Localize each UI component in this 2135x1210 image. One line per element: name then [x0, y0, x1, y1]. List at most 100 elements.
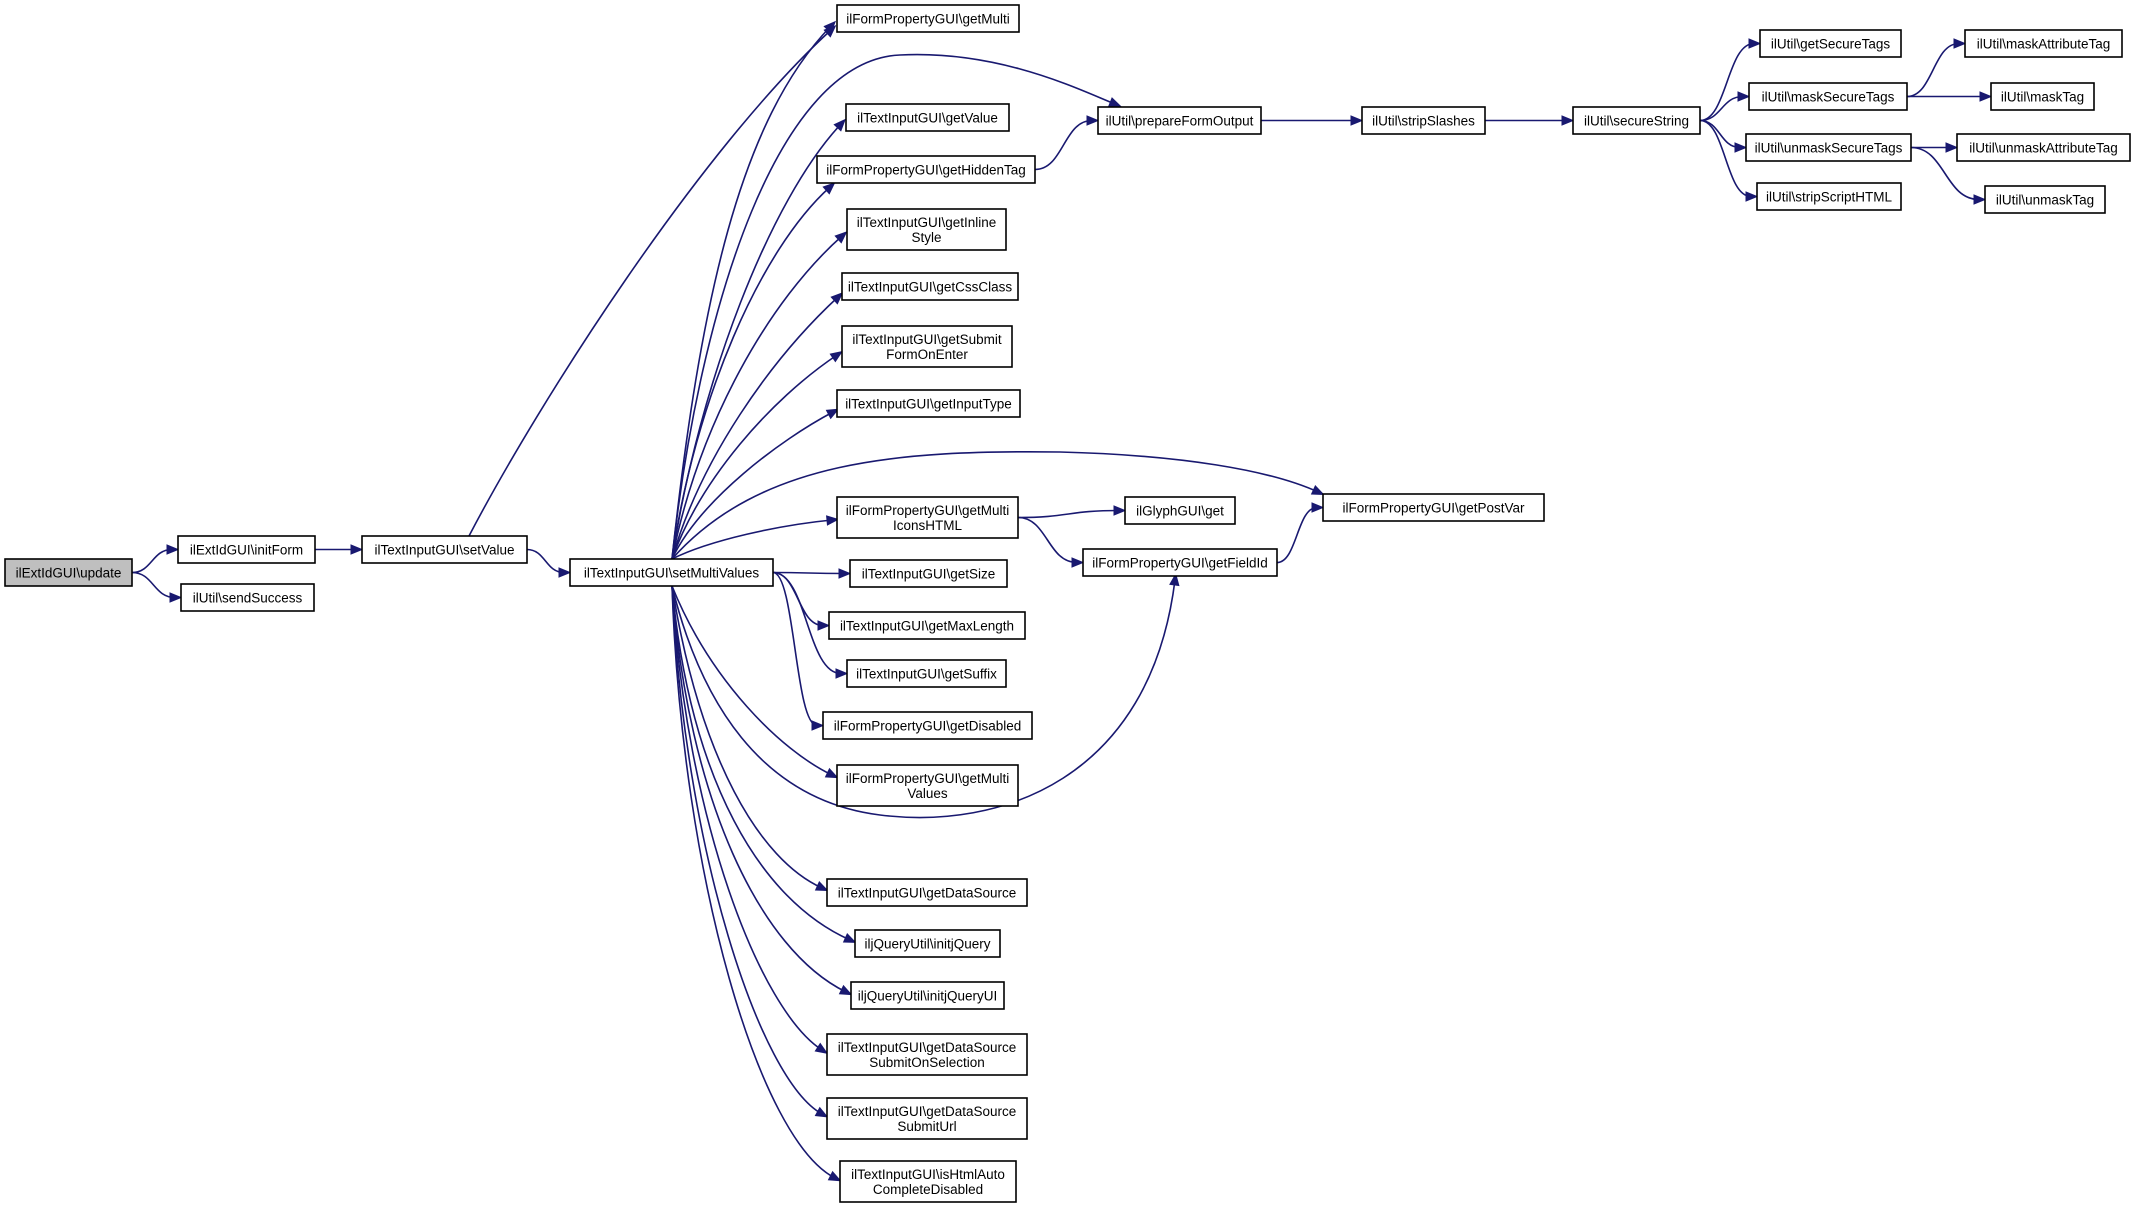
node-box: [839, 1160, 1017, 1203]
function-node-n5[interactable]: ilTextInputGUI\setMultiValues: [569, 558, 774, 587]
function-node-n7[interactable]: ilTextInputGUI\getValue: [845, 103, 1010, 132]
function-node-n27[interactable]: ilGlyphGUI\get: [1124, 496, 1236, 525]
arrowhead: [834, 231, 848, 244]
arrowhead: [838, 568, 852, 579]
edge-n5-n23: [671, 585, 853, 996]
node-label: ilUtil\unmaskSecureTags: [1755, 141, 1903, 156]
node-label: ilUtil\sendSuccess: [193, 591, 303, 606]
node-label: ilUtil\stripScriptHTML: [1766, 190, 1893, 205]
arrowhead: [1973, 194, 1987, 205]
arrowhead: [169, 592, 183, 603]
node-box: [1745, 133, 1912, 162]
function-node-n2[interactable]: ilUtil\sendSuccess: [180, 583, 315, 612]
edge-n5-n15: [772, 568, 852, 579]
function-node-n32[interactable]: ilUtil\unmaskSecureTags: [1745, 133, 1912, 162]
node-box: [1759, 29, 1902, 58]
function-node-n33[interactable]: ilUtil\stripScriptHTML: [1756, 182, 1902, 211]
edge-line: [468, 29, 832, 537]
edge-line: [671, 354, 838, 560]
function-node-n3[interactable]: ilTextInputGUI\setValue: [361, 535, 528, 564]
arrowhead: [1113, 505, 1127, 516]
node-box: [1322, 493, 1545, 522]
node-label: SubmitOnSelection: [869, 1055, 985, 1070]
edge-n29-n31: [1699, 91, 1751, 122]
edge-line: [1276, 506, 1318, 564]
node-box: [1990, 82, 2095, 111]
edge-n29-n33: [1699, 119, 1759, 202]
function-node-n35[interactable]: ilUtil\maskTag: [1990, 82, 2095, 111]
arrowhead: [1071, 557, 1085, 568]
edge-line: [671, 53, 1116, 560]
function-node-n22[interactable]: iljQueryUtil\initjQuery: [854, 929, 1001, 958]
arrowhead: [833, 118, 846, 132]
node-box: [826, 1033, 1028, 1076]
function-node-n24[interactable]: ilTextInputGUI\getDataSourceSubmitOnSele…: [826, 1033, 1028, 1076]
node-label: iljQueryUtil\initjQueryUI: [858, 989, 998, 1004]
edge-n5-n19: [671, 585, 839, 779]
arrowhead: [823, 20, 837, 34]
node-box: [836, 764, 1019, 807]
node-label: SubmitUrl: [897, 1119, 956, 1134]
node-box: [569, 558, 774, 587]
function-node-n36[interactable]: ilUtil\unmaskAttributeTag: [1956, 133, 2131, 162]
node-label: ilFormPropertyGUI\getPostVar: [1342, 501, 1525, 516]
edge-line: [671, 186, 831, 560]
function-node-n37[interactable]: ilUtil\unmaskTag: [1984, 185, 2106, 214]
function-node-n12[interactable]: ilTextInputGUI\getInputType: [836, 389, 1021, 418]
arrowhead: [1169, 572, 1180, 587]
node-label: ilTextInputGUI\getDataSource: [838, 1104, 1017, 1119]
edge-line: [671, 235, 843, 560]
function-node-n26[interactable]: ilTextInputGUI\isHtmlAutoCompleteDisable…: [839, 1160, 1017, 1203]
function-node-n18[interactable]: ilFormPropertyGUI\getDisabled: [822, 711, 1033, 740]
arrowhead: [350, 544, 364, 555]
edge-n5-n26: [671, 585, 842, 1182]
node-label: ilUtil\secureString: [1584, 114, 1689, 129]
edge-n28-n29: [1485, 115, 1575, 126]
arrowhead: [822, 182, 836, 195]
node-label: ilTextInputGUI\setValue: [374, 543, 514, 558]
function-node-n6[interactable]: ilUtil\prepareFormOutput: [1097, 106, 1262, 135]
node-label: ilFormPropertyGUI\getDisabled: [834, 719, 1022, 734]
function-node-n13[interactable]: ilFormPropertyGUI\getPostVar: [1322, 493, 1545, 522]
edge-line: [1034, 119, 1093, 171]
node-label: ilExtIdGUI\update: [16, 566, 122, 581]
edge-line: [671, 579, 1176, 819]
function-node-n4[interactable]: ilFormPropertyGUI\getMulti: [836, 4, 1020, 33]
function-node-n1[interactable]: ilExtIdGUI\initForm: [177, 535, 316, 564]
function-node-n28[interactable]: ilUtil\stripSlashes: [1361, 106, 1486, 135]
node-box: [854, 929, 1001, 958]
function-node-n31[interactable]: ilUtil\maskSecureTags: [1748, 82, 1908, 111]
arrowhead: [1310, 484, 1325, 496]
function-node-n20[interactable]: ilFormPropertyGUI\getFieldId: [1082, 548, 1278, 577]
function-node-n29[interactable]: ilUtil\secureString: [1572, 106, 1701, 135]
edge-n1-n3: [315, 544, 364, 555]
edge-line: [671, 585, 833, 776]
edge-n14-n27: [1017, 505, 1127, 519]
arrowhead: [811, 720, 825, 731]
function-node-n10[interactable]: ilTextInputGUI\getCssClass: [841, 272, 1019, 301]
function-node-n16[interactable]: ilTextInputGUI\getMaxLength: [828, 611, 1026, 640]
function-node-n17[interactable]: ilTextInputGUI\getSuffix: [846, 659, 1007, 688]
function-node-n15[interactable]: ilTextInputGUI\getSize: [849, 559, 1008, 588]
function-node-n0[interactable]: ilExtIdGUI\update: [4, 558, 133, 587]
node-label: IconsHTML: [893, 518, 963, 533]
arrowhead: [166, 544, 180, 555]
function-node-n8[interactable]: ilFormPropertyGUI\getHiddenTag: [816, 155, 1036, 184]
function-node-n34[interactable]: ilUtil\maskAttributeTag: [1964, 29, 2123, 58]
arrowhead: [824, 767, 839, 779]
function-node-n21[interactable]: ilTextInputGUI\getDataSource: [826, 878, 1028, 907]
edge-line: [1910, 146, 1980, 201]
edge-line: [671, 585, 823, 889]
function-node-n30[interactable]: ilUtil\getSecureTags: [1759, 29, 1902, 58]
edge-line: [671, 585, 823, 1115]
edge-n5-n9: [671, 231, 848, 560]
node-label: ilUtil\prepareFormOutput: [1106, 114, 1254, 129]
node-box: [1956, 133, 2131, 162]
function-node-n23[interactable]: iljQueryUtil\initjQueryUI: [850, 981, 1005, 1010]
arrowhead: [825, 408, 840, 420]
